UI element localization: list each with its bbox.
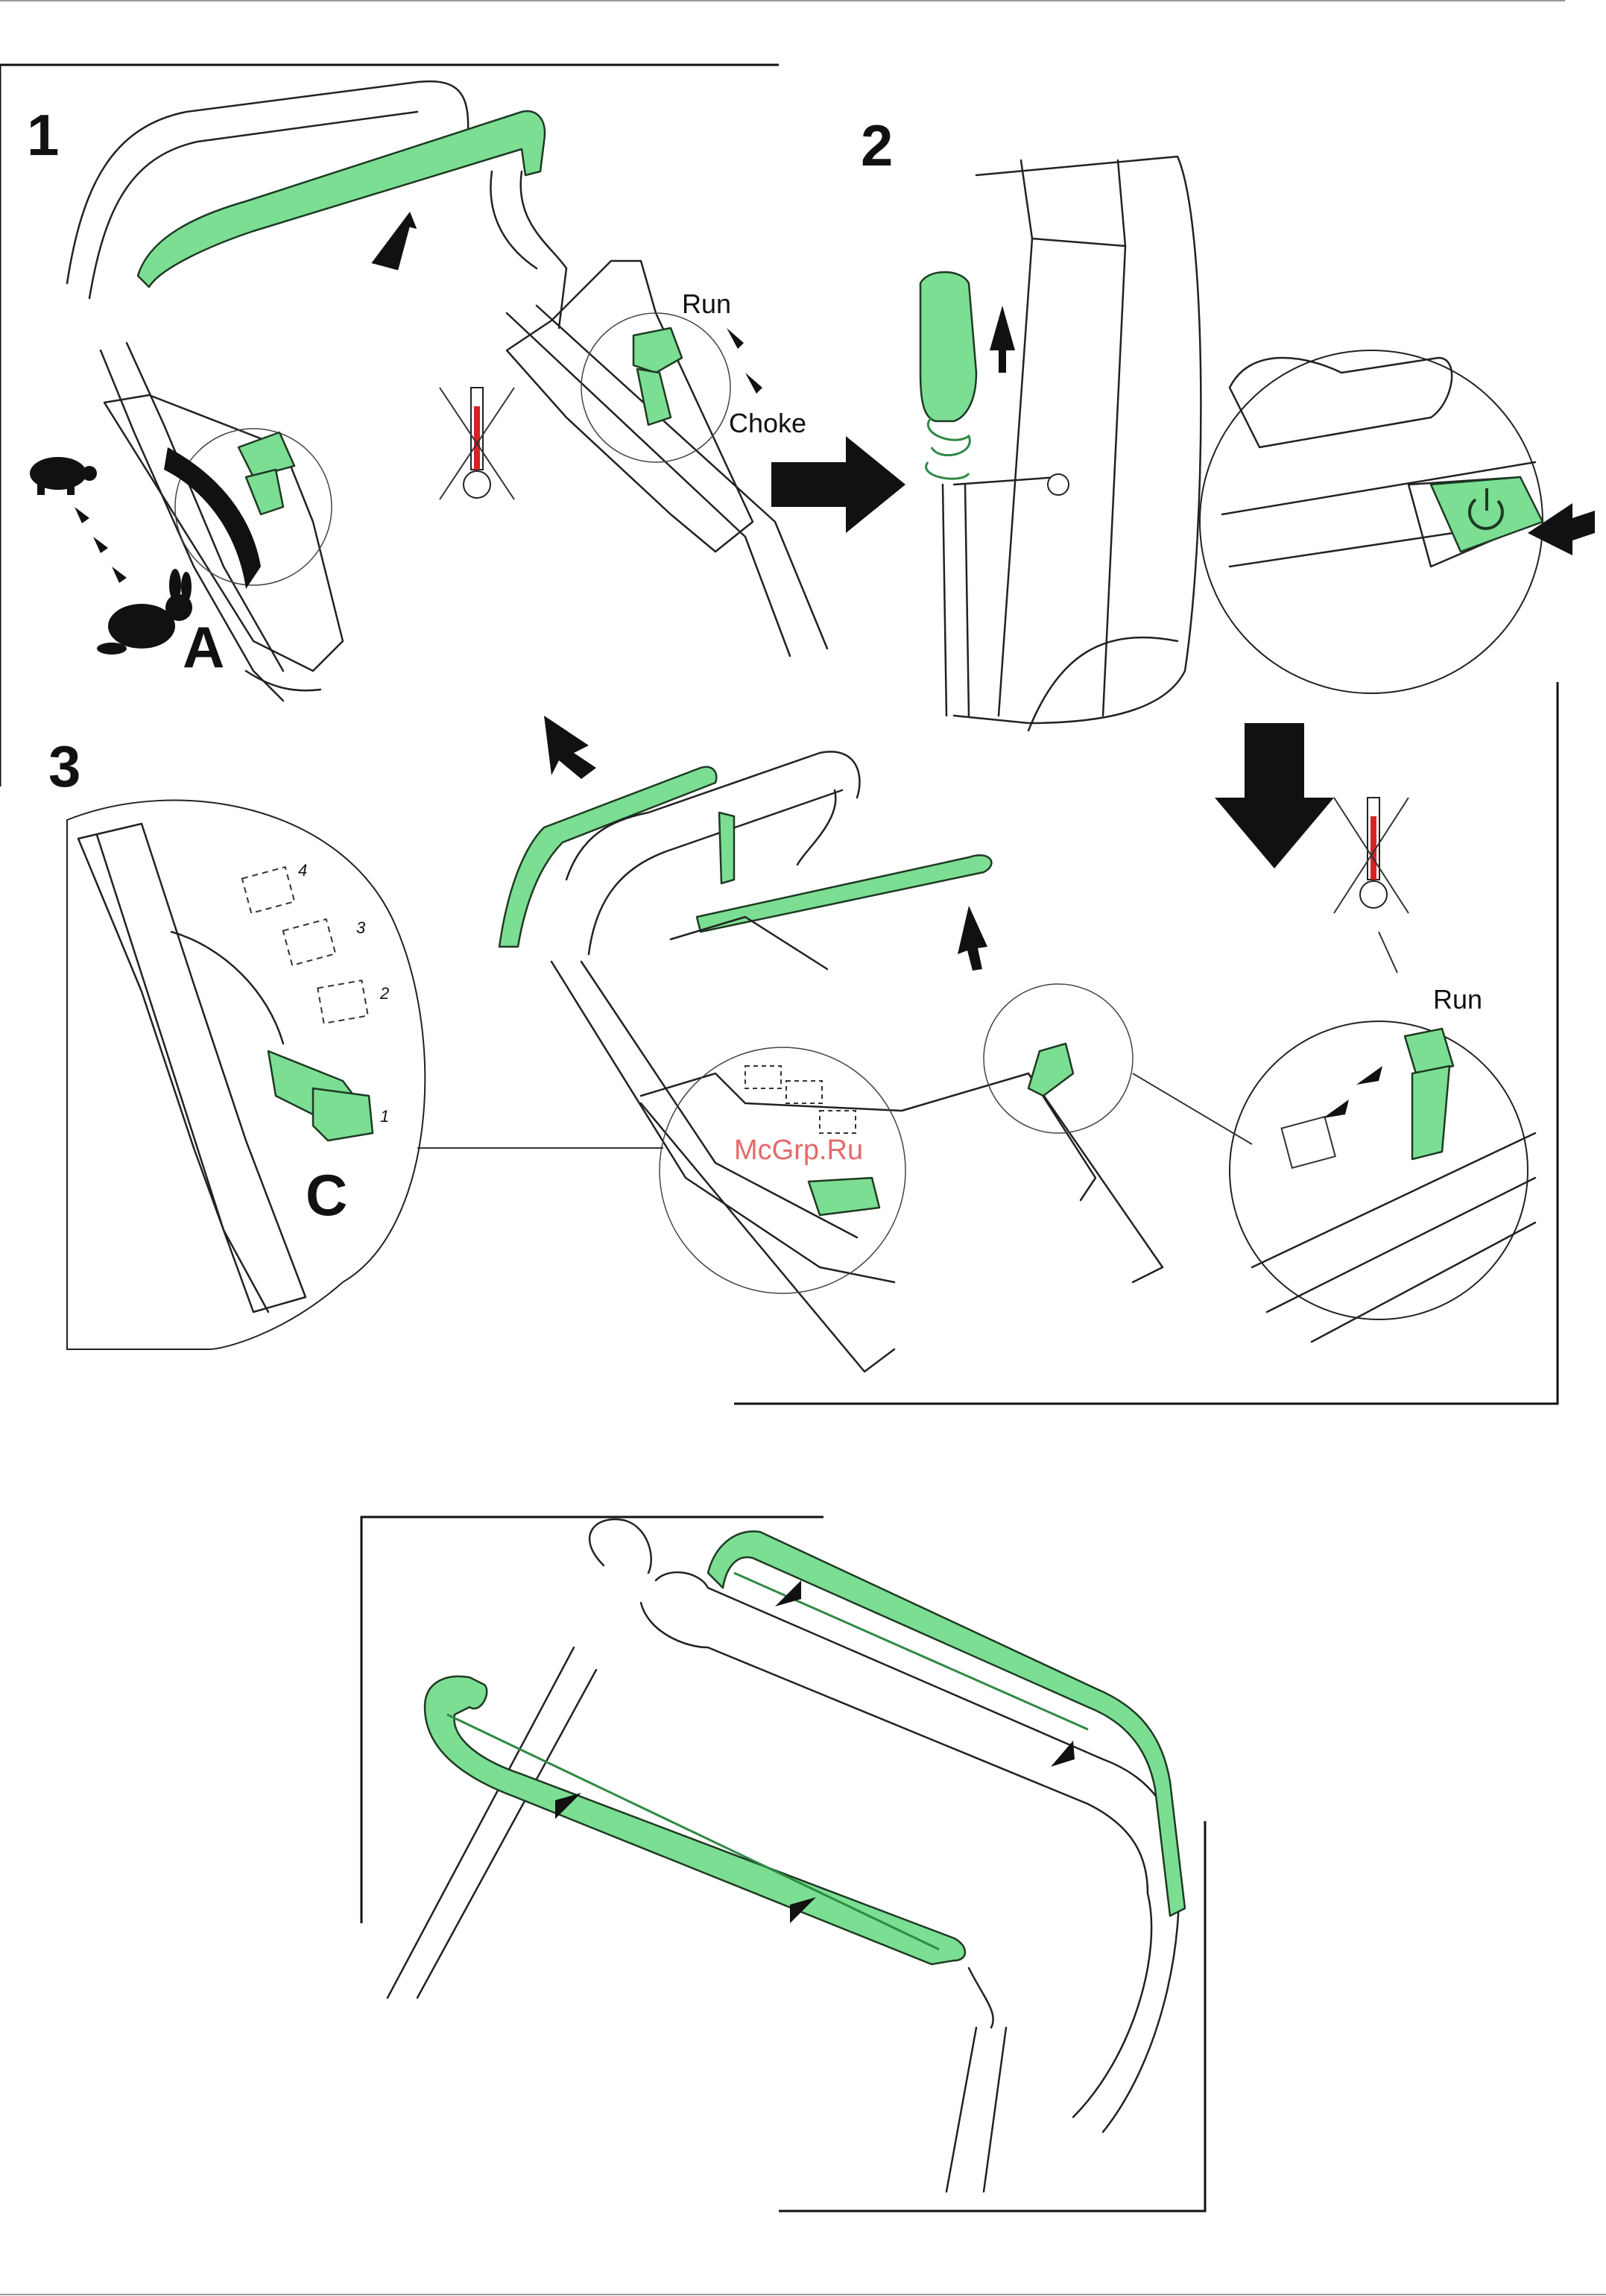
panel-2: 2 (861, 113, 1595, 731)
panel-1: 1 (0, 65, 827, 786)
position-label-2: 2 (379, 984, 389, 1003)
cold-engine-crossed-icon (1334, 798, 1409, 913)
position-label-4: 4 (298, 861, 307, 880)
arrow-icon (371, 206, 420, 272)
arrow-icon (727, 328, 744, 349)
arrow-icon (112, 567, 127, 583)
arrow-icon (771, 436, 905, 533)
label-choke: Choke (729, 408, 806, 438)
arrow-icon (745, 373, 762, 394)
label-run-bottom: Run (1433, 984, 1482, 1015)
position-label-3: 3 (356, 918, 366, 937)
arrow-icon (990, 306, 1015, 373)
arrow-icon (958, 906, 987, 971)
cold-engine-crossed-icon (440, 388, 514, 499)
arrow-icon (544, 716, 596, 779)
arrow-icon (1215, 723, 1334, 868)
bottom-assembly (361, 1517, 1205, 2211)
callout-label-c: C (306, 1162, 347, 1228)
step-number-2: 2 (861, 113, 893, 178)
position-label-1: 1 (380, 1107, 389, 1126)
arrow-icon (1051, 1741, 1075, 1767)
step-number-3: 3 (48, 734, 80, 799)
callout-label-a: A (183, 614, 224, 680)
watermark: McGrp.Ru (734, 1135, 863, 1166)
step-number-1: 1 (27, 102, 59, 168)
arrow-icon (93, 537, 108, 553)
arrow-icon (75, 507, 89, 523)
label-run: Run (682, 288, 731, 319)
rabbit-icon (97, 569, 192, 655)
turtle-icon (30, 457, 97, 495)
